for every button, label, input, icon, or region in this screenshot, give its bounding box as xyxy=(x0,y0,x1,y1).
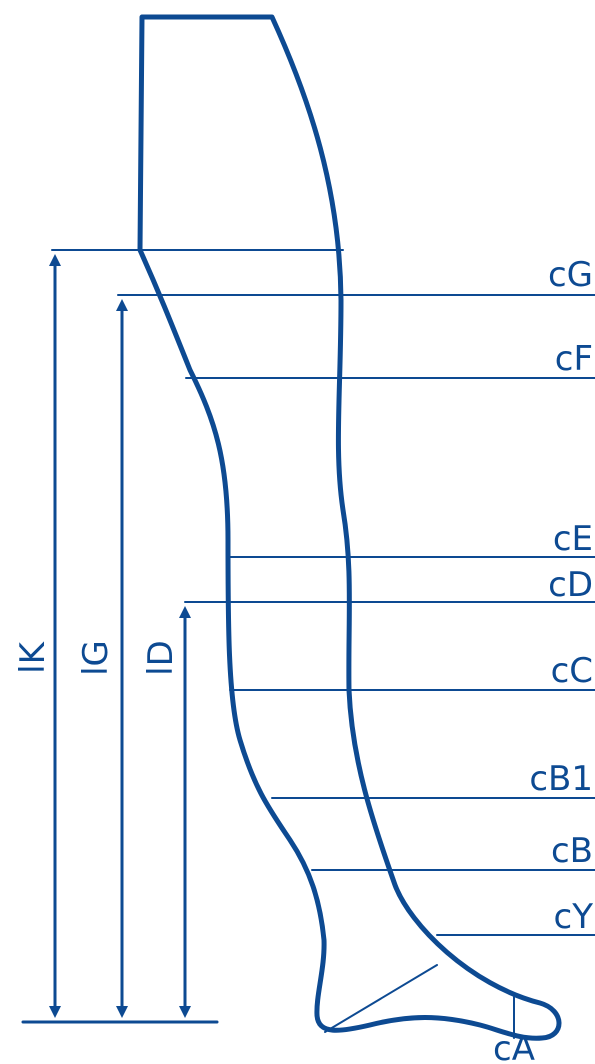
label-cb: cB xyxy=(551,831,593,871)
label-cb1: cB1 xyxy=(529,759,593,799)
label-cf: cF xyxy=(555,339,593,379)
label-lk: lK xyxy=(13,640,53,673)
foot-diagonal-line xyxy=(324,964,438,1033)
label-ld: lD xyxy=(141,640,181,676)
label-cc: cC xyxy=(551,651,593,691)
label-lg: lG xyxy=(76,640,116,676)
leg-outline xyxy=(137,14,562,1041)
label-cd: cD xyxy=(548,565,593,605)
label-cg: cG xyxy=(548,255,593,295)
label-ca: cA xyxy=(493,1029,535,1064)
label-cy: cY xyxy=(554,897,594,937)
label-ce: cE xyxy=(553,519,593,559)
